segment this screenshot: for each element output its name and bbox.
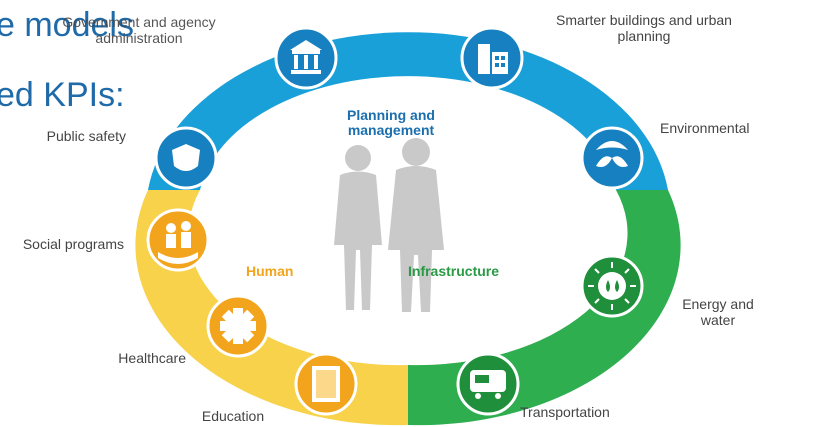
heading-line-2: ed KPIs: [0,76,125,114]
transportation-label: Transportation [520,404,610,420]
healthcare-icon [206,294,270,358]
environmental-icon [580,126,644,190]
government-label: Government and agency administration [62,14,216,46]
heading-line-1: e models [0,6,134,44]
infrastructure-label: Infrastructure [408,263,500,279]
energy-water-label: Energy and water [682,296,754,328]
transportation-icon [456,352,520,416]
energy-water-icon [580,254,644,318]
public-safety-badge-icon [154,126,218,190]
environmental-label: Environmental [660,120,750,136]
ring-segment-green [408,190,681,426]
social-programs-icon [146,208,210,272]
government-building-icon [274,26,338,90]
planning-management-label: Planning and management [347,107,435,138]
people-silhouette [334,138,444,312]
education-label: Education [201,408,265,424]
public-safety-label: Public safety [46,128,126,144]
education-book-icon [294,352,358,416]
smarter-buildings-icon [460,26,524,90]
smarter-buildings-label: Smarter buildings and urban planning [556,12,732,44]
social-programs-label: Social programs [22,236,124,252]
healthcare-label: Healthcare [118,350,186,366]
human-label: Human [246,263,294,279]
